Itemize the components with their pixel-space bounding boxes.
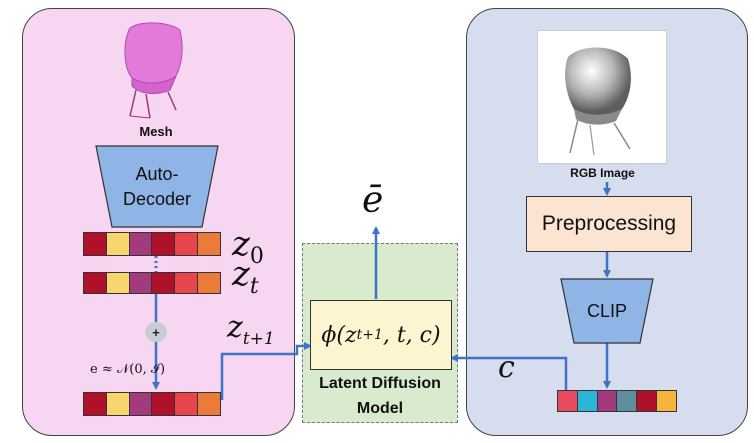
vector-cell: [152, 273, 176, 293]
vector-cell: [175, 393, 199, 415]
z0-symbol: z: [232, 224, 250, 264]
noisy-latent-vector: [83, 392, 221, 416]
vector-cell: [84, 273, 107, 293]
vector-cell: [129, 233, 153, 255]
auto-decoder-label-line2: Decoder: [122, 189, 192, 209]
vector-cell: [152, 393, 176, 415]
zt1-label: zt+1: [227, 310, 275, 349]
vector-cell: [637, 391, 658, 411]
vector-cell: [175, 273, 199, 293]
clip-label: CLIP: [586, 300, 628, 321]
zt-symbol: z: [232, 254, 250, 294]
vector-cell: [558, 391, 578, 411]
latent-diffusion-label-line1: Latent Diffusion: [319, 375, 441, 392]
vector-cell: [152, 233, 176, 255]
vector-cell: [175, 233, 199, 255]
zt-latent-vector: [83, 272, 221, 294]
rgb-image-frame: [537, 30, 667, 164]
vector-cell: [84, 393, 107, 415]
vector-cell: [129, 273, 153, 293]
vector-cell: [84, 233, 107, 255]
z0-subscript: 0: [249, 243, 264, 269]
z0-label: z0: [232, 224, 264, 269]
zt1-subscript: t+1: [242, 329, 275, 349]
preprocessing-box: Preprocessing: [526, 196, 692, 252]
vector-cell: [198, 233, 220, 255]
phi-suffix: , t, c): [382, 322, 441, 348]
vector-cell: [106, 233, 130, 255]
condition-c-label: c: [498, 350, 515, 385]
vector-cell: [617, 391, 638, 411]
auto-decoder-label-line1: Auto-: [135, 164, 179, 184]
rgb-chair-image: [565, 47, 631, 156]
ebar-output-label: ē: [362, 180, 384, 221]
rgb-image-label: RGB Image: [570, 166, 635, 180]
auto-decoder-label: Auto- Decoder: [95, 152, 219, 222]
mesh-label: Mesh: [139, 124, 173, 139]
mesh-chair-image: [124, 22, 183, 119]
phi-subscript: t+1: [356, 327, 383, 343]
clip-encoder-trapezoid: [560, 278, 654, 344]
zt1-symbol: z: [227, 310, 243, 345]
latent-diffusion-label-line2: Model: [356, 400, 404, 417]
vector-cell: [597, 391, 618, 411]
add-noise-node: +: [145, 322, 167, 342]
vector-cell: [129, 393, 153, 415]
zt-subscript: t: [249, 273, 259, 299]
vector-cell: [106, 273, 130, 293]
noise-distribution-label: e ≈ 𝒩(0, ℐ): [90, 362, 166, 377]
vector-cell: [106, 393, 130, 415]
noisy-to-phi-arrow: [220, 342, 312, 400]
c-to-phi-arrow: [450, 354, 568, 390]
zt-label: zt: [232, 254, 259, 299]
vector-cell: [657, 391, 676, 411]
clip-embedding-vector: [557, 390, 677, 412]
phi-prefix: ϕ(z: [321, 322, 357, 348]
vector-cell: [577, 391, 598, 411]
vector-cell: [198, 393, 220, 415]
vector-cell: [198, 273, 220, 293]
auto-decoder-trapezoid: [95, 145, 219, 228]
z0-latent-vector: [83, 232, 221, 256]
